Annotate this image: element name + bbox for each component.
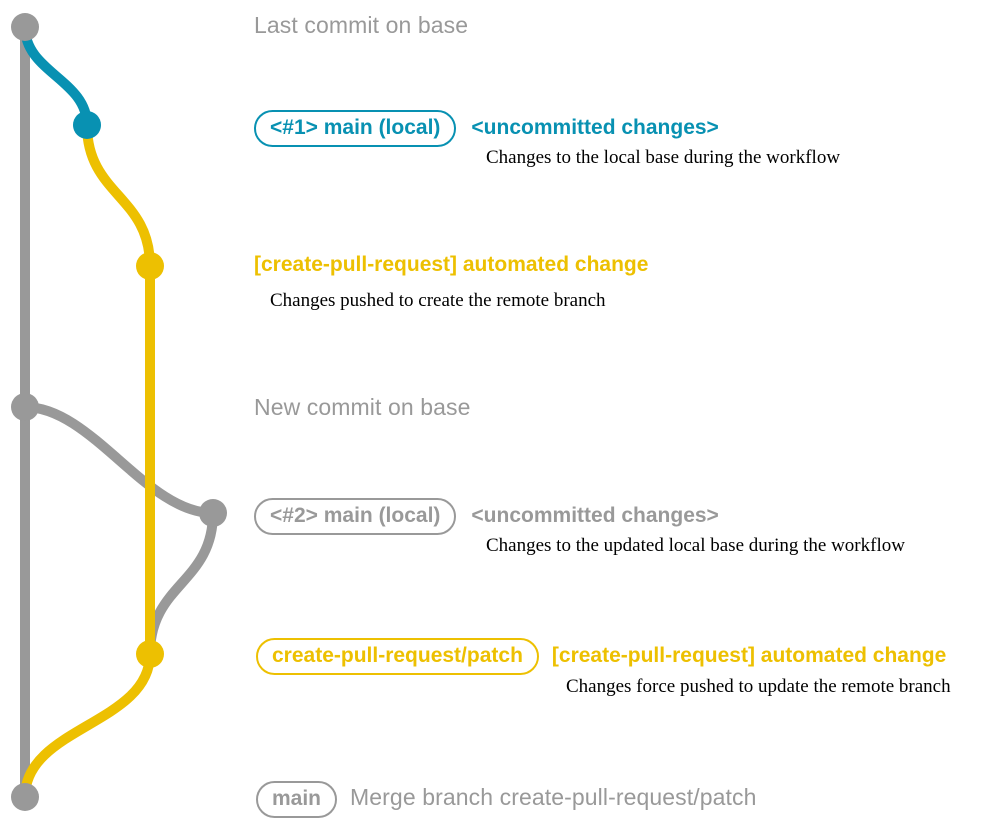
commit-row-automated-1: [create-pull-request] automated change <box>254 253 648 277</box>
commit-description-local-2: Changes to the updated local base during… <box>486 535 905 556</box>
commit-subject: <uncommitted changes> <box>471 504 719 527</box>
commit-node-new-commit-on-base[interactable] <box>11 393 39 421</box>
commit-description-automated-1: Changes pushed to create the remote bran… <box>270 290 606 311</box>
commit-row-automated-2: create-pull-request/patch [create-pull-r… <box>256 638 947 676</box>
edge-automated-from-local-1 <box>82 120 155 271</box>
ref-badge-local-1[interactable]: <#1> main (local) <box>254 110 457 148</box>
commit-node-local-2[interactable] <box>199 499 227 527</box>
commit-description-automated-2: Changes force pushed to update the remot… <box>566 676 951 697</box>
commit-row-local-2: <#2> main (local) <uncommitted changes> <box>254 498 719 536</box>
commit-node-automated-1[interactable] <box>136 252 164 280</box>
commit-subject: <uncommitted changes> <box>471 116 719 139</box>
commit-node-last-commit-on-base[interactable] <box>11 13 39 41</box>
commit-node-automated-2[interactable] <box>136 640 164 668</box>
ref-badge-main[interactable]: main <box>256 781 338 819</box>
commit-subject: New commit on base <box>254 394 471 420</box>
edge-base-to-local-2 <box>20 402 218 518</box>
ref-badge-local-2[interactable]: <#2> main (local) <box>254 498 457 536</box>
edge-local-branch-from-base <box>20 22 92 130</box>
commit-subject: Merge branch create-pull-request/patch <box>350 784 757 810</box>
commit-row-new-commit-on-base: New commit on base <box>254 394 471 420</box>
edge-automated-merge-into-base <box>20 649 155 802</box>
commit-node-local-1[interactable] <box>73 111 101 139</box>
commit-subject: [create-pull-request] automated change <box>551 644 947 667</box>
commit-subject: [create-pull-request] automated change <box>254 253 649 276</box>
commit-row-local-1: <#1> main (local) <uncommitted changes> <box>254 110 719 148</box>
commit-row-last-commit-on-base: Last commit on base <box>254 12 468 38</box>
commit-node-merge[interactable] <box>11 783 39 811</box>
ref-badge-create-pull-request-patch[interactable]: create-pull-request/patch <box>256 638 539 676</box>
commit-subject: Last commit on base <box>254 12 469 38</box>
commit-row-merge: main Merge branch create-pull-request/pa… <box>256 781 757 819</box>
commit-description-local-1: Changes to the local base during the wor… <box>486 147 841 168</box>
